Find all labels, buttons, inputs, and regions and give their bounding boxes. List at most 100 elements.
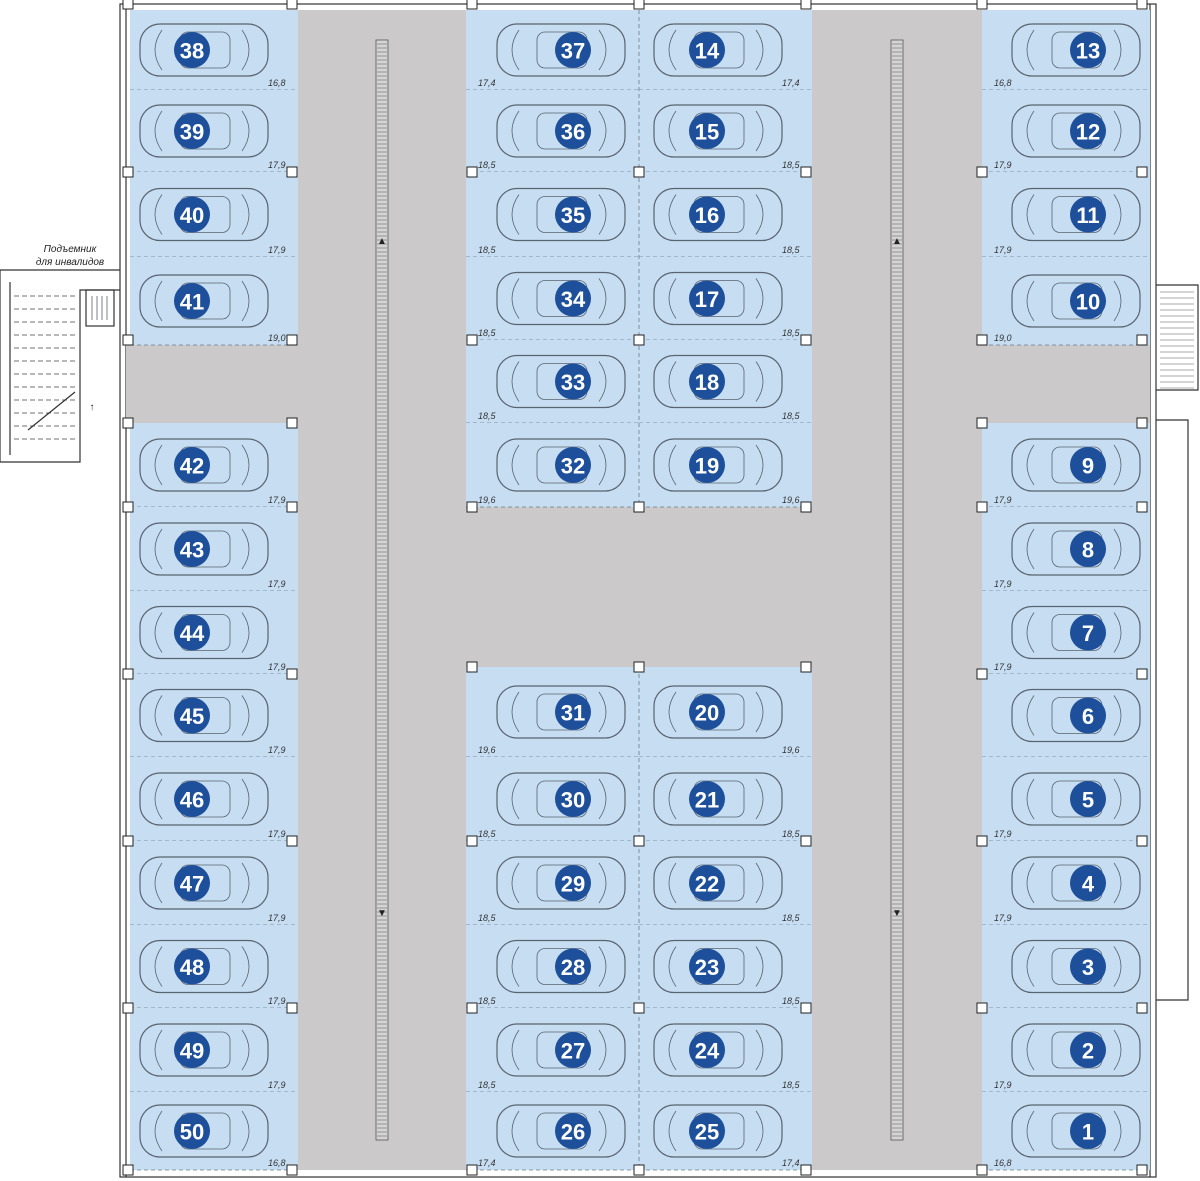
structural-column (633, 0, 645, 10)
car-outline (496, 772, 626, 826)
parking-spot[interactable]: 817,9 (982, 507, 1150, 592)
rail-ticks (377, 43, 902, 1137)
parking-spot[interactable]: 917,9 (982, 423, 1150, 508)
car-windshield (668, 1029, 677, 1071)
parking-spot[interactable]: 717,9 (982, 591, 1150, 675)
car-windshield (511, 194, 520, 235)
spot-area-label: 18,5 (478, 829, 497, 839)
parking-spot[interactable]: 417,9 (982, 841, 1150, 926)
car-rear-window (755, 1110, 764, 1152)
parking-spot[interactable]: 116,8 (982, 1092, 1150, 1171)
spot-number: 35 (561, 203, 585, 228)
spot-number-badge (555, 1113, 591, 1149)
spot-number-badge (689, 694, 725, 730)
spot-number-badge (555, 32, 591, 68)
parking-spot[interactable]: 6 (982, 674, 1150, 758)
spot-area-label: 17,4 (782, 78, 800, 88)
car-windshield (154, 1110, 163, 1152)
car-outline (1011, 1104, 1141, 1158)
car-windshield (1026, 528, 1035, 570)
stair-left-diagonal (27, 391, 76, 431)
spot-number: 23 (695, 955, 719, 980)
car-outline (139, 104, 269, 158)
structural-column (633, 501, 645, 513)
parking-spot-area (982, 1008, 1150, 1092)
stairwell-right (1156, 284, 1199, 1001)
structural-column (466, 661, 478, 673)
car-outline (1011, 605, 1141, 660)
structural-column (122, 166, 134, 178)
spot-number-badge (1070, 283, 1106, 319)
car-windshield (154, 612, 163, 653)
spot-number: 7 (1082, 621, 1094, 646)
spot-number-badge (174, 865, 210, 901)
parking-spot-area (639, 841, 812, 925)
car-outline (496, 939, 626, 994)
structural-column (633, 661, 645, 673)
car-rear-window (1113, 1110, 1122, 1152)
guide-rail-right (890, 39, 904, 1141)
spot-number-badge (1070, 196, 1106, 233)
parking-spot[interactable]: 517,9 (982, 757, 1150, 842)
spot-area-label: 17,9 (268, 160, 286, 170)
parking-spot[interactable]: 217,9 (982, 1008, 1150, 1093)
car-outline (653, 939, 783, 994)
spot-number: 16 (695, 203, 719, 228)
parking-spot-area (466, 925, 639, 1008)
structural-column (286, 668, 298, 680)
spot-number-badge (689, 1113, 725, 1149)
car-rear-window (755, 194, 764, 235)
parking-spot[interactable]: 3 (982, 925, 1150, 1009)
spot-number: 19 (695, 454, 719, 479)
spot-area-label: 18,5 (782, 1080, 801, 1090)
spot-number: 5 (1082, 788, 1094, 813)
car-windshield (511, 1029, 520, 1071)
parking-spot-area (982, 257, 1150, 345)
spot-number: 11 (1076, 203, 1099, 228)
spot-area-label: 18,5 (478, 996, 497, 1006)
spot-number-badge (689, 196, 725, 233)
spot-area-label: 17,9 (994, 662, 1012, 672)
